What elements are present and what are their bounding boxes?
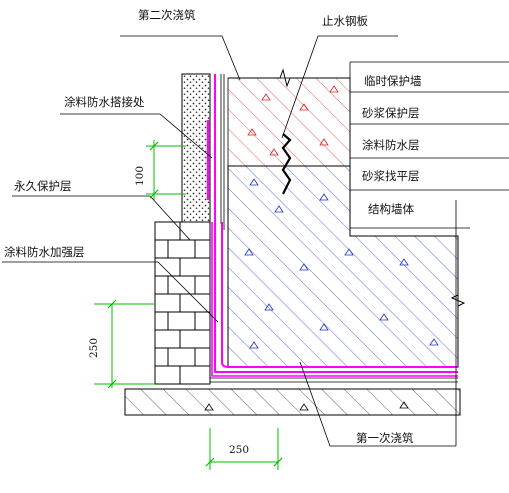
layer-label-table	[349, 61, 509, 236]
first-pour-concrete	[227, 165, 459, 368]
dim-reinforce-height: 250	[88, 338, 100, 358]
permanent-protection-brick-wall	[154, 221, 211, 385]
dim-reinforce-width: 250	[229, 444, 249, 456]
label-perm-protect: 永久保护层	[14, 179, 72, 193]
dimension-ticks	[107, 141, 283, 467]
dim-overlap-height: 100	[134, 166, 146, 186]
aggregate-marks-base	[204, 401, 409, 411]
base-slab	[124, 388, 461, 416]
break-symbols	[228, 68, 466, 367]
label-mortar-protect: 砂浆保护层	[362, 106, 420, 120]
waterstop-steel-plate	[281, 133, 292, 195]
label-first-pour: 第一次浇筑	[356, 431, 414, 445]
label-structure-wall: 结构墙体	[368, 202, 414, 216]
second-pour-concrete	[227, 77, 351, 167]
label-waterstop-plate: 止水钢板	[322, 14, 368, 28]
label-second-pour: 第二次浇筑	[138, 8, 196, 22]
label-mortar-leveling: 砂浆找平层	[362, 169, 420, 183]
waterproof-coating-layer	[206, 74, 458, 377]
temporary-protection-wall	[181, 73, 211, 223]
label-coating-reinforce: 涂料防水加强层	[4, 245, 85, 259]
aggregate-marks	[247, 85, 339, 156]
label-coating-overlap: 涂料防水搭接处	[64, 95, 145, 109]
leader-lines	[2, 35, 457, 447]
label-coating-waterproof: 涂料防水层	[362, 138, 420, 152]
mortar-layers	[210, 74, 458, 383]
dimension-lines	[94, 140, 279, 470]
label-temp-protect-wall: 临时保护墙	[364, 74, 422, 88]
aggregate-marks-blue	[244, 178, 439, 349]
